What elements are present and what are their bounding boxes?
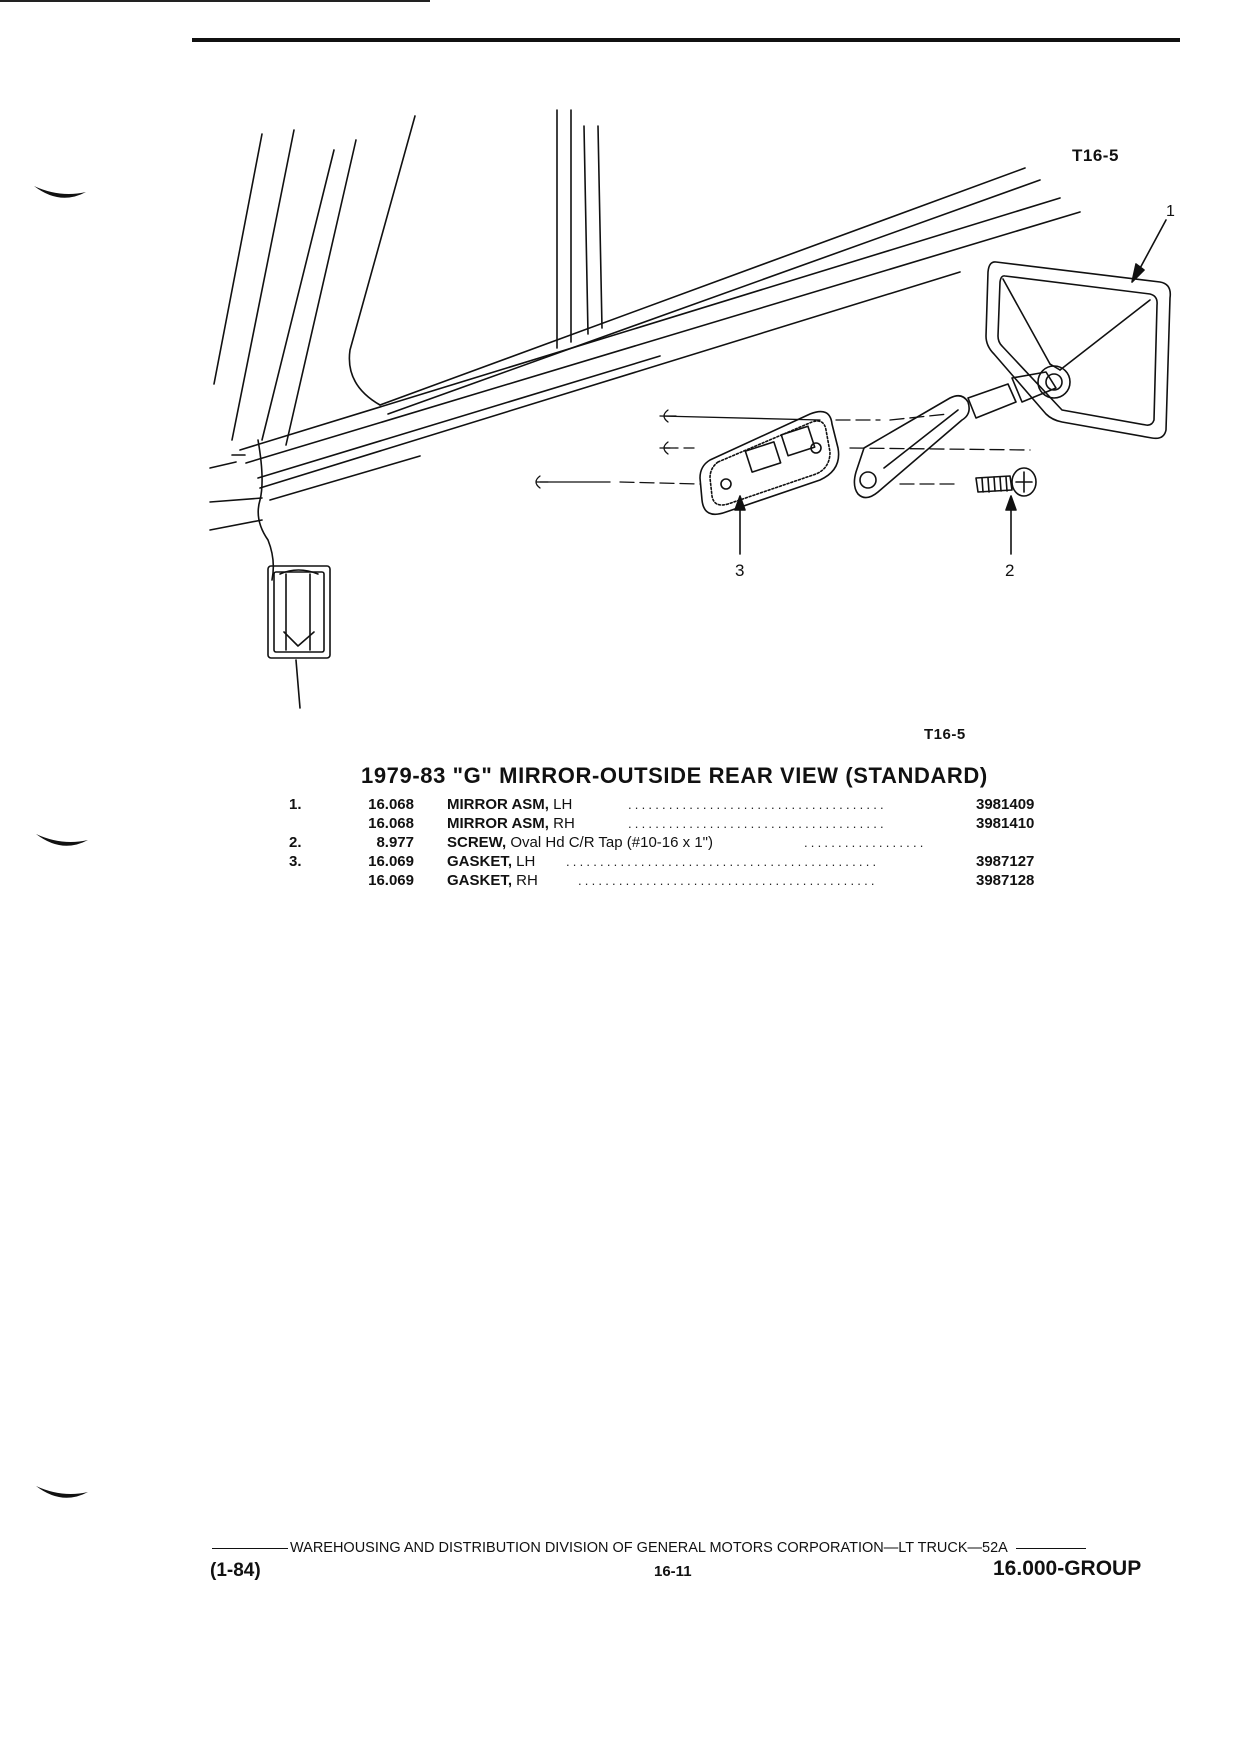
mirror-arm xyxy=(853,371,1057,499)
part-name: MIRROR ASM, xyxy=(447,796,549,813)
group-number: 16.069 xyxy=(368,872,414,889)
top-rule xyxy=(192,38,1180,42)
part-name: GASKET, xyxy=(447,853,513,870)
group-number: 8.977 xyxy=(376,834,414,851)
footer-page-number: 16-11 xyxy=(654,1563,692,1580)
scan-edge-line xyxy=(0,0,430,2)
footer-date-code: (1-84) xyxy=(210,1560,261,1581)
item-number: 1. xyxy=(289,796,302,813)
punch-hole-mark xyxy=(34,186,86,198)
part-detail: RH xyxy=(512,872,538,889)
parts-row: 3. 16.069 GASKET, LH ...................… xyxy=(0,853,1249,872)
part-name: SCREW, xyxy=(447,834,507,851)
part-detail: Oval Hd C/R Tap (#10-16 x 1") xyxy=(506,834,713,851)
part-description: SCREW, Oval Hd C/R Tap (#10-16 x 1") xyxy=(447,834,713,851)
part-description: GASKET, LH xyxy=(447,853,535,870)
part-number: 3987128 xyxy=(976,872,1035,889)
parts-row: 16.069 GASKET, RH ......................… xyxy=(0,872,1249,891)
item-number: 2. xyxy=(289,834,302,851)
callout-number-1: 1 xyxy=(1166,203,1175,220)
part-description: MIRROR ASM, RH xyxy=(447,815,575,832)
item-number: 3. xyxy=(289,853,302,870)
figure-label: T16-5 xyxy=(1072,146,1119,165)
leader-dots: ...................................... xyxy=(628,816,887,831)
figure-caption: T16-5 xyxy=(924,726,966,743)
punch-hole-mark xyxy=(36,834,88,846)
footer-rule xyxy=(1015,1547,1086,1549)
part-name: MIRROR ASM, xyxy=(447,815,549,832)
group-number: 16.068 xyxy=(368,796,414,813)
leader-dots: ........................................… xyxy=(578,873,878,888)
part-detail: LH xyxy=(548,796,573,813)
part-detail: LH xyxy=(512,853,536,870)
callout-leaders xyxy=(734,219,1167,555)
part-number: 3981410 xyxy=(976,815,1035,832)
part-detail: RH xyxy=(548,815,575,832)
door-window-frame xyxy=(209,109,1081,531)
mirror-head xyxy=(985,261,1172,440)
leader-dots: .................. xyxy=(804,835,927,850)
part-name: GASKET, xyxy=(447,872,513,889)
leader-dots: ...................................... xyxy=(628,797,887,812)
parts-row: 16.068 MIRROR ASM, RH ..................… xyxy=(0,815,1249,834)
parts-row: 2. 8.977 SCREW, Oval Hd C/R Tap (#10-16 … xyxy=(0,834,1249,853)
door-hinge xyxy=(267,565,331,709)
footer-group: 16.000-GROUP xyxy=(993,1557,1142,1580)
mirror-gasket xyxy=(699,410,840,516)
group-number: 16.068 xyxy=(368,815,414,832)
group-number: 16.069 xyxy=(368,853,414,870)
parts-row: 1. 16.068 MIRROR ASM, LH ...............… xyxy=(0,796,1249,815)
footer-rule xyxy=(212,1547,288,1549)
footer-publisher-line: WAREHOUSING AND DISTRIBUTION DIVISION OF… xyxy=(210,1540,1156,1560)
part-number: 3987127 xyxy=(976,853,1035,870)
part-description: MIRROR ASM, LH xyxy=(447,796,572,813)
callout-number-3: 3 xyxy=(735,561,745,580)
leader-dots: ........................................… xyxy=(566,854,880,869)
callout-number-2: 2 xyxy=(1005,561,1015,580)
assembly-centerlines xyxy=(535,409,1031,489)
parts-list-title: 1979-83 "G" MIRROR-OUTSIDE REAR VIEW (ST… xyxy=(361,763,988,788)
part-description: GASKET, RH xyxy=(447,872,538,889)
part-number: 3981409 xyxy=(976,796,1035,813)
mirror-exploded-diagram xyxy=(209,109,1172,709)
punch-hole-mark xyxy=(36,1486,88,1498)
footer-publisher: WAREHOUSING AND DISTRIBUTION DIVISION OF… xyxy=(290,1540,1008,1556)
mirror-screw xyxy=(975,467,1037,497)
